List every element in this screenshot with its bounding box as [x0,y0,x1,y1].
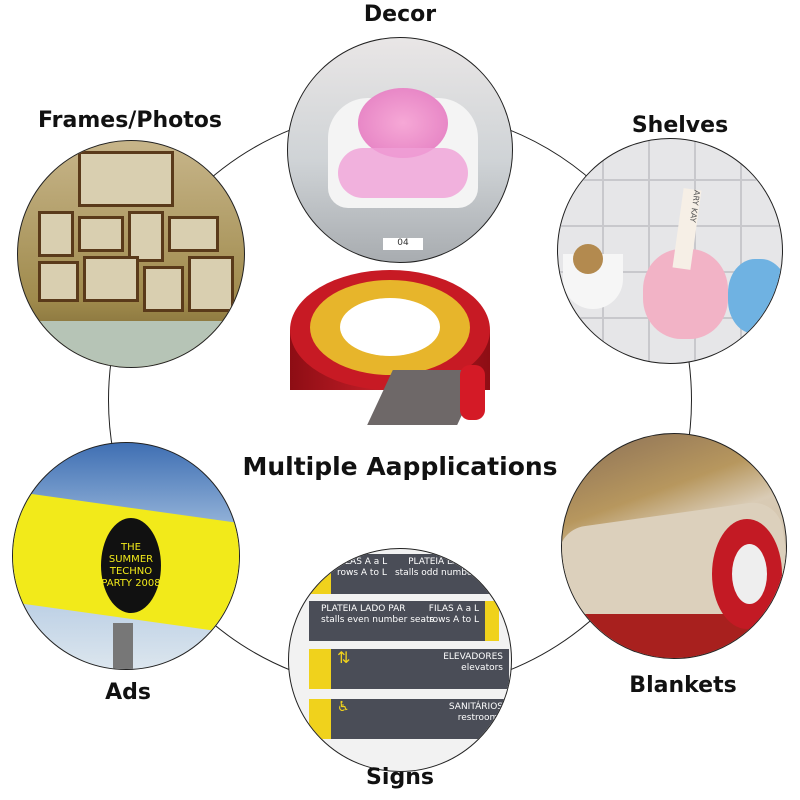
restroom-icon: ♿ [337,699,350,715]
label-blankets: Blankets [629,673,737,698]
decor-photo: 04 [287,37,513,263]
blankets-photo [561,433,787,659]
sign-text: ELEVADORES [443,652,503,662]
sign-row: FILAS A a L rows A to L PLATEIA LADO ÍMP… [309,554,509,594]
sign-subtext: stalls odd number seats [394,568,503,578]
sign-text: PLATEIA LADO ÍMPAR [408,557,503,567]
sign-row: PLATEIA LADO PAR stalls even number seat… [309,601,499,641]
poster-text: THE SUMMER TECHNO PARTY 2008 [101,518,161,613]
sign-subtext: rows A to L [429,615,479,625]
sign-text: SANITÁRIOS [448,702,503,712]
sign-text: PLATEIA LADO PAR [321,604,406,614]
label-shelves: Shelves [631,113,729,138]
label-ads: Ads [105,680,151,705]
ads-photo: THE SUMMER TECHNO PARTY 2008 [12,442,240,670]
sign-text: FILAS A a L [337,557,388,567]
label-signs: Signs [366,765,434,790]
frames-photo [17,140,245,368]
label-frames-photos: Frames/Photos [38,108,222,133]
signs-photo: FILAS A a L rows A to L PLATEIA LADO ÍMP… [288,548,512,772]
tape-roll-image [285,270,495,440]
sign-subtext: stalls even number seats [321,615,435,625]
sign-text: FILAS A a L [428,604,479,614]
center-title: Multiple Aapplications [242,452,558,481]
elevator-icon: ⇅ [337,648,351,667]
sign-subtext: rows A to L [337,568,387,578]
label-decor: Decor [363,2,437,27]
shelves-photo: ARY KAY [557,138,783,364]
license-plate: 04 [383,238,423,250]
sign-subtext: restrooms [457,713,503,723]
sign-subtext: elevators [461,663,503,673]
